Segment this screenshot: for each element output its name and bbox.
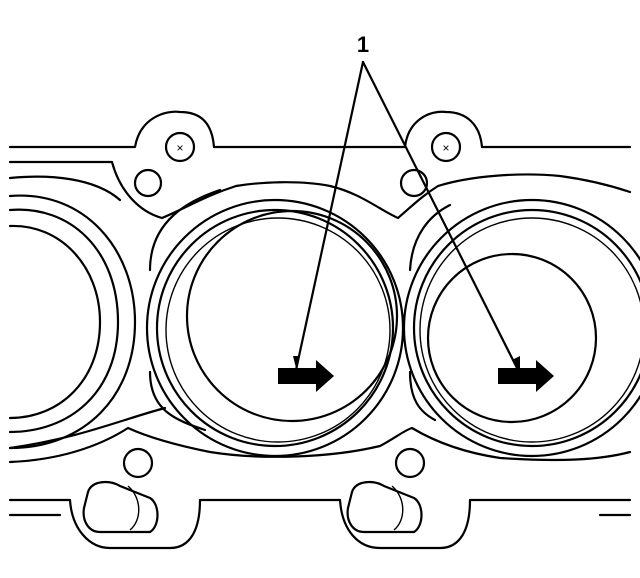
bolt-boss-top-right: ×: [399, 131, 462, 198]
gasket-contour: [8, 188, 452, 450]
gasket-bottom-edge: [8, 426, 632, 550]
bolt-boss-bottom-left: [82, 447, 159, 534]
bolt-boss-bottom-right: [346, 447, 426, 534]
svg-text:×: ×: [442, 141, 449, 155]
cylinder-bore-right: [402, 198, 640, 458]
cylinder-bore-center: [145, 198, 405, 458]
svg-text:×: ×: [176, 141, 183, 155]
direction-arrow-right: [498, 360, 554, 392]
callout-leader-lines: [293, 60, 520, 372]
direction-arrow-center: [278, 360, 334, 392]
bolt-boss-top-left: ×: [133, 131, 196, 198]
cylinder-bore-left: [8, 194, 137, 450]
gasket-top-edge: [8, 110, 632, 220]
callout-label-1: 1: [357, 32, 369, 57]
